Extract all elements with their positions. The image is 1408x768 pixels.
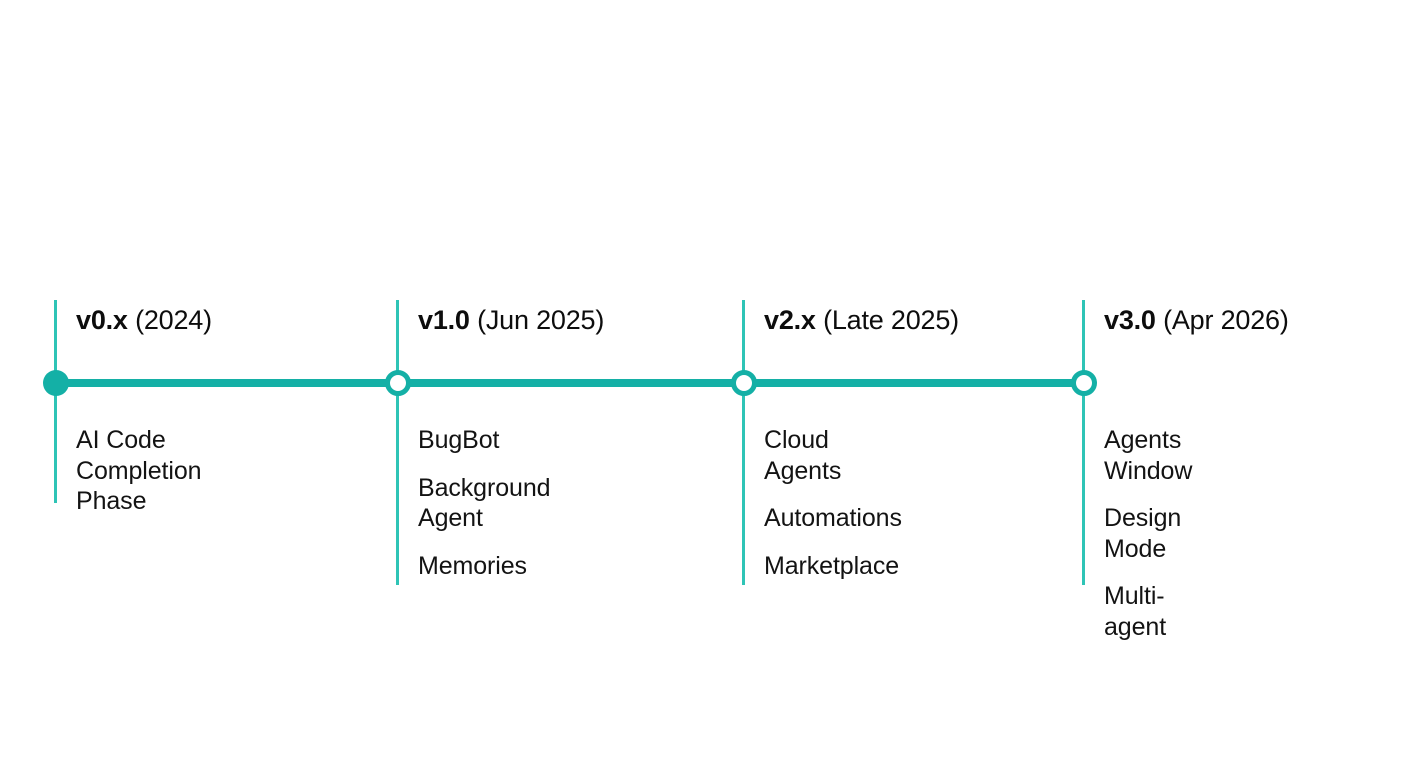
milestone-marker-filled-icon[interactable] (42, 370, 69, 396)
milestone-heading: v3.0 (Apr 2026) (1104, 305, 1289, 336)
milestone-version-label: v2.x (764, 305, 816, 335)
milestone-date-label: (Late 2025) (823, 305, 959, 335)
milestone-feature-item: Agents Window (1104, 426, 1193, 485)
milestone-feature-item: AI Code Completion Phase (76, 426, 202, 515)
milestone-feature-item: BugBot (418, 426, 500, 454)
milestone-marker-hollow-icon[interactable] (384, 370, 411, 396)
milestone-heading: v2.x (Late 2025) (764, 305, 959, 336)
milestone-date-label: (Jun 2025) (477, 305, 605, 335)
milestone-feature-item: Cloud Agents (764, 426, 842, 485)
milestone-feature-item: Memories (418, 551, 527, 580)
milestone-feature-item: Automations (764, 504, 902, 532)
milestone-tick-rule (396, 300, 399, 585)
milestone-feature-item: Design Mode (1104, 504, 1182, 563)
milestone-heading: v0.x (2024) (76, 305, 212, 336)
milestone-tick-rule (1082, 300, 1085, 585)
milestone-feature-item: Multi-agent (1104, 582, 1167, 641)
milestone-feature-item: Background Agent (418, 473, 551, 533)
timeline-axis-line (54, 379, 1082, 387)
milestone-marker-hollow-icon[interactable] (1070, 370, 1097, 396)
milestone-tick-rule (742, 300, 745, 585)
milestone-feature-item: Marketplace (764, 551, 900, 580)
milestone-version-label: v0.x (76, 305, 128, 335)
milestone-version-label: v1.0 (418, 305, 470, 335)
milestone-version-label: v3.0 (1104, 305, 1156, 335)
milestone-heading: v1.0 (Jun 2025) (418, 305, 604, 336)
milestone-tick-rule (54, 300, 57, 503)
milestone-feature-list: AI Code Completion Phase (76, 425, 202, 517)
milestone-date-label: (Apr 2026) (1163, 305, 1289, 335)
milestone-marker-hollow-icon[interactable] (730, 370, 757, 396)
milestone-date-label: (2024) (135, 305, 212, 335)
